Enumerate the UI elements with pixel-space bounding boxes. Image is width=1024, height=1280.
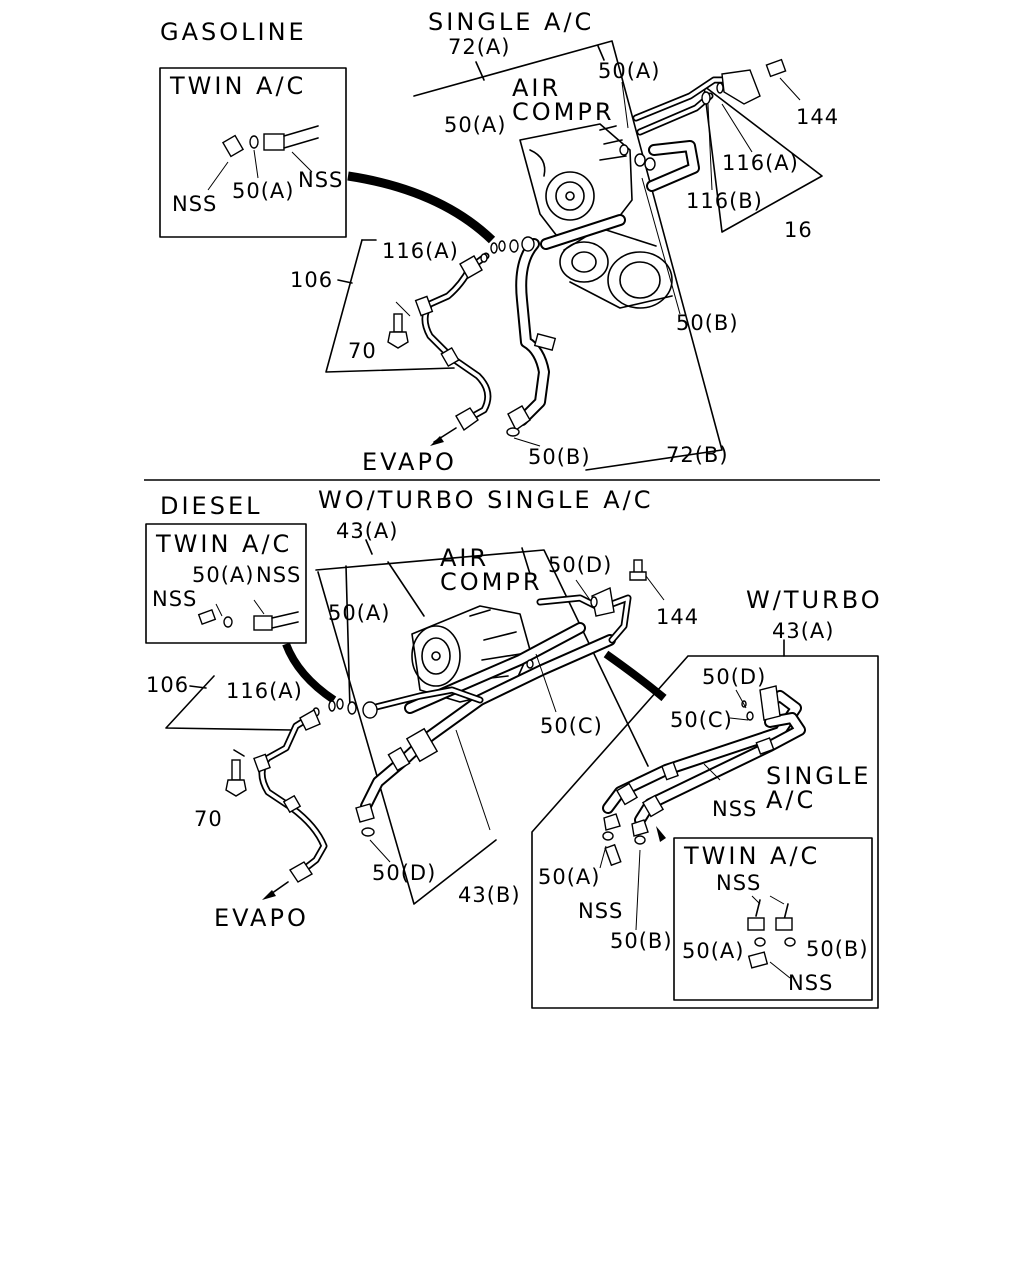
gasoline-heading: GASOLINE (160, 18, 307, 46)
gasoline-twin-title: TWIN A/C (169, 72, 306, 100)
gasoline-twin-nss-right: NSS (298, 168, 343, 192)
gasoline-twin-fitting (207, 125, 319, 191)
turbo-arrow (603, 650, 667, 702)
turbo-twin-nss-top: NSS (716, 871, 761, 895)
turbo-twin-title: TWIN A/C (683, 842, 820, 870)
turbo-label-50a: 50(A) (538, 865, 600, 889)
turbo-single-line1: SINGLE (766, 762, 871, 790)
diesel-twin-fitting (197, 599, 299, 631)
diesel-twin-nss-left: NSS (152, 587, 197, 611)
diesel-label-43b: 43(B) (458, 883, 521, 907)
diesel-label-50d-top: 50(D) (548, 553, 612, 577)
diesel-label-106: 106 (146, 673, 189, 697)
diesel-evapo: EVAPO (214, 904, 309, 932)
turbo-box (531, 655, 879, 1009)
turbo-twin-50b: 50(B) (806, 937, 869, 961)
diesel-label-70: 70 (194, 807, 223, 831)
diesel-twin-box (145, 523, 307, 644)
gasoline-label-72a: 72(A) (448, 35, 510, 59)
gasoline-twin-box (159, 67, 347, 238)
diesel-compr-line2: COMPR (440, 568, 543, 596)
gasoline-twin-arrow (347, 171, 496, 244)
gasoline-label-50a-mid: 50(A) (444, 113, 506, 137)
turbo-heading: W/TURBO (746, 586, 883, 614)
turbo-single-line2: A/C (766, 786, 816, 814)
diesel-twin-nss-right: NSS (256, 563, 301, 587)
turbo-label-nss-low: NSS (578, 899, 623, 923)
diesel-label-43a: 43(A) (336, 519, 398, 543)
gasoline-label-50b-low: 50(B) (528, 445, 591, 469)
diesel-bolt-70 (225, 759, 247, 797)
gasoline-label-72b: 72(B) (666, 443, 729, 467)
gasoline-twin-nss-left: NSS (172, 192, 217, 216)
gasoline-compr-line1: AIR (512, 74, 561, 102)
turbo-hoses (602, 685, 806, 867)
gasoline-section: GASOLINE SINGLE A/C TWIN A/C NSS 50(A) N… (159, 8, 839, 476)
gasoline-belt-pulleys (559, 227, 673, 309)
diesel-label-116a: 116(A) (226, 679, 303, 703)
gasoline-bolt-70 (387, 313, 409, 349)
diesel-compr-line1: AIR (440, 544, 489, 572)
diesel-twin-arrow (282, 642, 337, 704)
gasoline-label-116a-left: 116(A) (382, 239, 459, 263)
diesel-twin-50a: 50(A) (192, 563, 254, 587)
gasoline-top-pipes (619, 58, 787, 192)
diesel-heading: DIESEL (160, 492, 263, 520)
gasoline-label-50a-top: 50(A) (598, 59, 660, 83)
diesel-label-144: 144 (656, 605, 699, 629)
gasoline-evapo: EVAPO (362, 448, 457, 476)
turbo-label-50b: 50(B) (610, 929, 673, 953)
gasoline-label-50b-mid: 50(B) (676, 311, 739, 335)
turbo-twin-fittings (747, 895, 796, 979)
diesel-section: DIESEL WO/TURBO SINGLE A/C TWIN A/C 50(A… (145, 486, 883, 1009)
diesel-label-50d-low: 50(D) (372, 861, 436, 885)
diesel-43a-bracket (315, 549, 649, 767)
gasoline-label-106: 106 (290, 268, 333, 292)
gasoline-compressor (519, 123, 633, 241)
turbo-label-43a: 43(A) (772, 619, 834, 643)
turbo-twin-50a: 50(A) (682, 939, 744, 963)
gasoline-72a-bracket (413, 40, 723, 471)
diesel-label-50a: 50(A) (328, 601, 390, 625)
turbo-label-50c: 50(C) (670, 708, 733, 732)
turbo-label-nss-mid: NSS (712, 797, 757, 821)
gasoline-16-bracket (703, 85, 823, 233)
turbo-pointer (656, 826, 666, 842)
gasoline-label-116a-right: 116(A) (722, 151, 799, 175)
turbo-twin-nss-bottom: NSS (788, 971, 833, 995)
diesel-106-bracket (165, 675, 293, 731)
diesel-subheading: WO/TURBO SINGLE A/C (318, 486, 653, 514)
gasoline-label-116b: 116(B) (686, 189, 763, 213)
diesel-twin-title: TWIN A/C (155, 530, 292, 558)
turbo-label-50d: 50(D) (702, 665, 766, 689)
gasoline-label-70: 70 (348, 339, 377, 363)
gasoline-106-bracket (325, 239, 455, 373)
gasoline-discharge-hose (515, 214, 626, 426)
turbo-twin-box (673, 837, 873, 1001)
gasoline-compr-line2: COMPR (512, 98, 615, 126)
gasoline-twin-50a: 50(A) (232, 179, 294, 203)
diesel-label-50c: 50(C) (540, 714, 603, 738)
gasoline-label-144: 144 (796, 105, 839, 129)
gasoline-orings-left (480, 236, 535, 263)
gasoline-label-16: 16 (784, 218, 813, 242)
gasoline-subheading: SINGLE A/C (428, 8, 594, 36)
